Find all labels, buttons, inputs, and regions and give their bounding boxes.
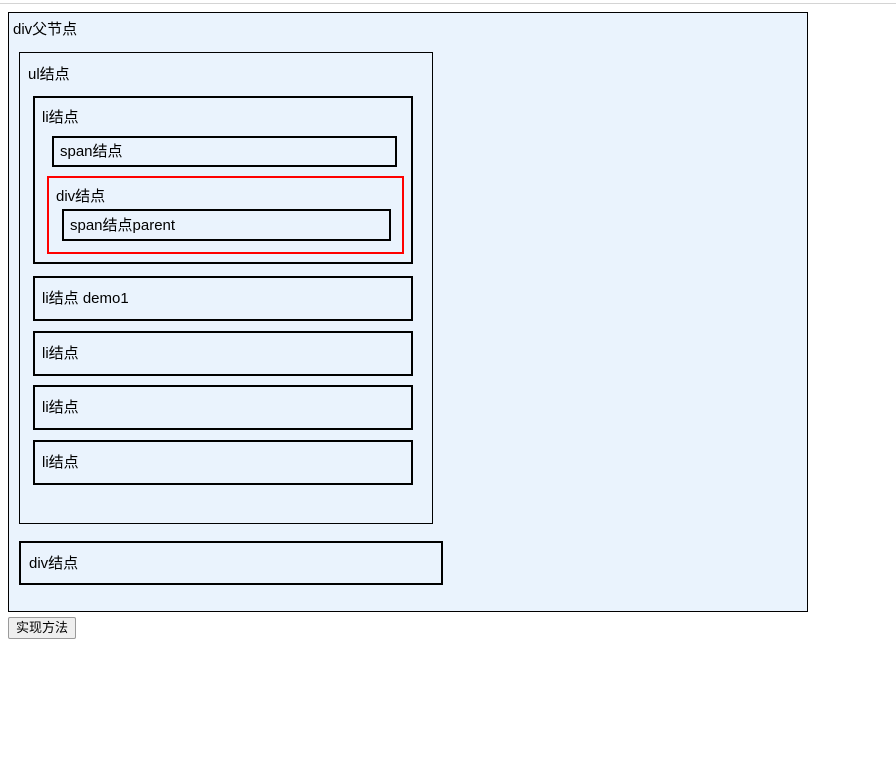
span-node-box[interactable]: span结点 [52,136,397,167]
li-node-label: li结点 [42,109,79,126]
parent-div-label: div父节点 [13,21,78,38]
li-node-item-5[interactable]: li结点 [33,440,413,485]
ul-node-label: ul结点 [28,66,70,83]
sibling-div-node[interactable]: div结点 [19,541,443,585]
span-node-label: span结点 [60,143,123,160]
li-node-item-2[interactable]: li结点 demo1 [33,276,413,321]
li-node-label: li结点 [42,399,79,416]
sibling-div-node-label: div结点 [29,554,79,572]
div-node-highlighted[interactable]: div结点 span结点parent [47,176,404,254]
li-node-label: li结点 [42,345,79,362]
page-top-rule [0,3,896,4]
parent-div-container: div父节点 ul结点 li结点 span结点 div结点 span结点pare… [8,12,808,612]
span-node-parent-label: span结点parent [70,216,176,234]
li-node-item-1[interactable]: li结点 span结点 div结点 span结点parent [33,96,413,264]
li-node-item-3[interactable]: li结点 [33,331,413,376]
run-method-button[interactable]: 实现方法 [8,617,77,639]
li-node-item-4[interactable]: li结点 [33,385,413,430]
li-node-label: li结点 [42,454,79,471]
div-node-label: div结点 [56,188,106,205]
ul-node-container: ul结点 li结点 span结点 div结点 span结点parent li结点… [19,52,433,524]
li-node-label: li结点 demo1 [42,290,129,307]
span-node-parent-box[interactable]: span结点parent [62,209,391,241]
